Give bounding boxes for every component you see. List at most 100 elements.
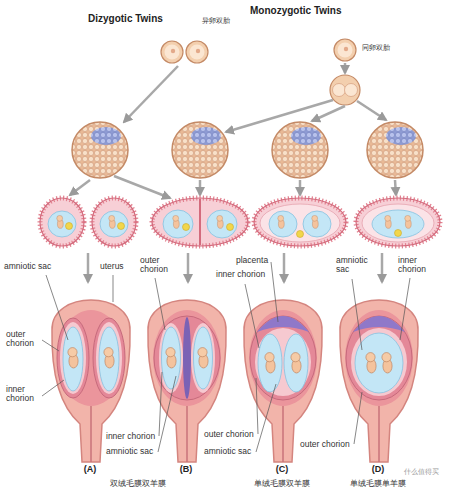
leader-line [256, 378, 258, 434]
uterus-d [355, 333, 403, 393]
uterus-b [154, 316, 220, 400]
early-chorion [100, 211, 128, 237]
part-label: inner chorion [216, 270, 265, 279]
blastocyst [72, 122, 128, 178]
egg-cells [330, 75, 360, 105]
early-chorion [199, 199, 201, 245]
figure-letter: (B) [180, 465, 193, 475]
stage-arrow [381, 253, 384, 282]
egg-cells [333, 84, 346, 97]
early-chorion [303, 211, 331, 237]
uterus-c [258, 334, 282, 392]
early-chorion [356, 198, 440, 246]
early-chorion [109, 215, 115, 228]
stage-arrow [114, 176, 170, 198]
uterus-b [162, 327, 181, 389]
figure-letter: (C) [276, 465, 289, 475]
early-chorion [48, 211, 76, 237]
early-chorion [278, 215, 284, 228]
early-chorion [66, 223, 73, 230]
leader-line [46, 275, 68, 340]
early-chorion [183, 224, 190, 231]
early-chorion [57, 215, 63, 228]
uterus-a [60, 322, 86, 394]
stage-arrow [70, 180, 90, 195]
uterus-b [166, 348, 176, 368]
stage-arrow [312, 106, 345, 121]
early-chorion [92, 198, 136, 246]
figure-letter: (D) [372, 465, 385, 475]
leader-line [42, 380, 64, 396]
part-label: amniotic sac [106, 447, 153, 456]
egg-cells [161, 41, 183, 63]
stage-arrow [124, 66, 178, 122]
uterus-d [340, 300, 418, 462]
early-chorion [362, 204, 434, 242]
leader-line [155, 278, 165, 330]
part-label: amniotic sac [336, 256, 372, 275]
uterus-a [96, 322, 122, 394]
leader-line [352, 279, 362, 350]
leader-line [245, 284, 259, 348]
uterus-a [99, 327, 119, 391]
stage-arrow [299, 180, 302, 195]
uterus-d [351, 328, 407, 396]
early-chorion [227, 224, 234, 231]
early-chorion [40, 198, 84, 246]
early-chorion [152, 198, 248, 246]
watermark: 什么值得买 [404, 468, 439, 476]
early-chorion [92, 198, 136, 246]
early-chorion [40, 198, 440, 246]
early-chorion [269, 211, 297, 237]
early-chorion [254, 198, 346, 246]
uterus-a [93, 318, 125, 398]
stage-arrow [357, 101, 386, 120]
uterus-c [244, 300, 322, 462]
blastocyst [172, 122, 228, 178]
early-chorion [405, 215, 411, 228]
part-label: outer chorion [140, 256, 176, 275]
uterus-b [198, 348, 208, 368]
uterus-d [382, 353, 392, 373]
part-label: outer chorion [300, 440, 350, 449]
egg-cells [186, 41, 208, 63]
leader-line [400, 278, 410, 340]
figure-letter: (A) [84, 465, 97, 475]
blastocyst [272, 122, 328, 178]
part-label: placenta [236, 256, 268, 265]
uterus-c [284, 334, 308, 392]
type-caption: 单绒毛膜双羊膜 [254, 480, 310, 489]
part-label: inner chorion [106, 432, 155, 441]
early-chorion [297, 231, 304, 238]
section-heading-cn: 同卵双胎 [362, 44, 390, 52]
leader-line [271, 262, 278, 322]
section-heading: Dizygotic Twins [88, 13, 163, 24]
early-chorion [385, 215, 391, 228]
stage-arrow [70, 63, 396, 282]
early-chorion [217, 215, 223, 228]
uterus-a [63, 327, 83, 391]
uterus-b [194, 327, 213, 389]
early-chorion [254, 198, 346, 246]
part-label: inner chorion [398, 256, 434, 275]
early-chorion [152, 198, 248, 246]
type-caption: 双绒毛膜双羊膜 [110, 480, 166, 489]
uterus-a [57, 318, 89, 398]
stage-arrow [344, 63, 347, 73]
part-label: inner chorion [6, 385, 42, 404]
part-label: amniotic sac [4, 262, 51, 271]
uterus-b [159, 323, 183, 393]
leader-line [42, 262, 410, 452]
early-chorion [372, 210, 424, 238]
leader-line [42, 340, 59, 351]
early-chorion [356, 198, 440, 246]
part-label: outer chorion [6, 330, 42, 349]
section-heading: Monozygotic Twins [250, 5, 341, 16]
egg-cells [161, 39, 360, 105]
part-label: uterus [100, 262, 124, 271]
leader-line [113, 275, 114, 302]
blastocyst [367, 122, 423, 178]
uterus-c [255, 328, 311, 396]
